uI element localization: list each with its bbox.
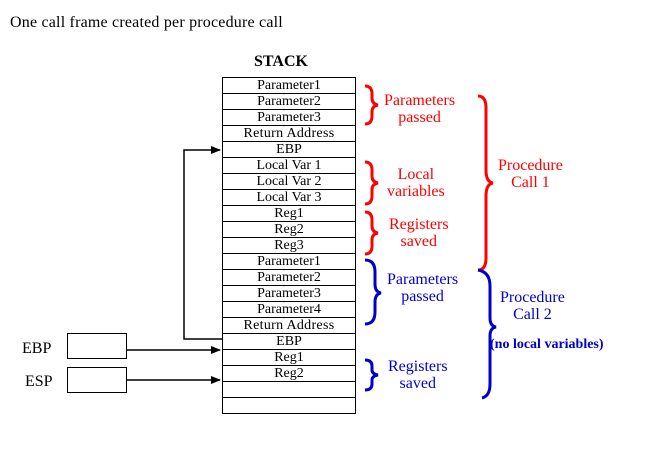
ebp-register-box <box>67 333 127 359</box>
brace-procedure-call-2 <box>477 268 497 400</box>
esp-register-label: ESP <box>25 373 53 390</box>
stack-cell-local-var-1: Local Var 1 <box>222 158 356 174</box>
brace-parameters-2 <box>364 258 382 326</box>
stack-cell-parameter2: Parameter2 <box>222 94 356 110</box>
brace-registers-1 <box>364 210 379 256</box>
stack-cell-parameter1: Parameter1 <box>222 254 356 270</box>
stack-cell-return-address: Return Address <box>222 318 356 334</box>
stack-cell-parameter3: Parameter3 <box>222 286 356 302</box>
brace-local-variables <box>364 160 379 206</box>
stack-cell-ebp: EBP <box>222 334 356 350</box>
diagram-caption: One call frame created per procedure cal… <box>10 14 283 31</box>
saved-ebp-link-arrow <box>183 146 222 340</box>
esp-register-box <box>67 367 127 393</box>
stack-cell-return-address: Return Address <box>222 126 356 142</box>
brace-registers-2 <box>364 358 379 392</box>
stack-cell-local-var-3: Local Var 3 <box>222 190 356 206</box>
stack-title: STACK <box>254 53 308 70</box>
annotation-no-local-variables: (no local variables) <box>490 337 604 352</box>
brace-parameters-1 <box>364 84 379 126</box>
stack-cell-empty <box>222 382 356 398</box>
stack-cell-empty <box>222 398 356 414</box>
stack-cell-reg2: Reg2 <box>222 222 356 238</box>
stack-cell-local-var-2: Local Var 2 <box>222 174 356 190</box>
stack-cell-parameter3: Parameter3 <box>222 110 356 126</box>
ebp-register-label: EBP <box>22 340 52 357</box>
stack-cell-parameter2: Parameter2 <box>222 270 356 286</box>
stack-cell-ebp: EBP <box>222 142 356 158</box>
stack-cell-reg3: Reg3 <box>222 238 356 254</box>
brace-procedure-call-1 <box>477 94 494 272</box>
stack-cell-reg2: Reg2 <box>222 366 356 382</box>
stack-cell-parameter1: Parameter1 <box>222 78 356 94</box>
stack-cell-parameter4: Parameter4 <box>222 302 356 318</box>
stack-cell-reg1: Reg1 <box>222 206 356 222</box>
stack-cell-reg1: Reg1 <box>222 350 356 366</box>
